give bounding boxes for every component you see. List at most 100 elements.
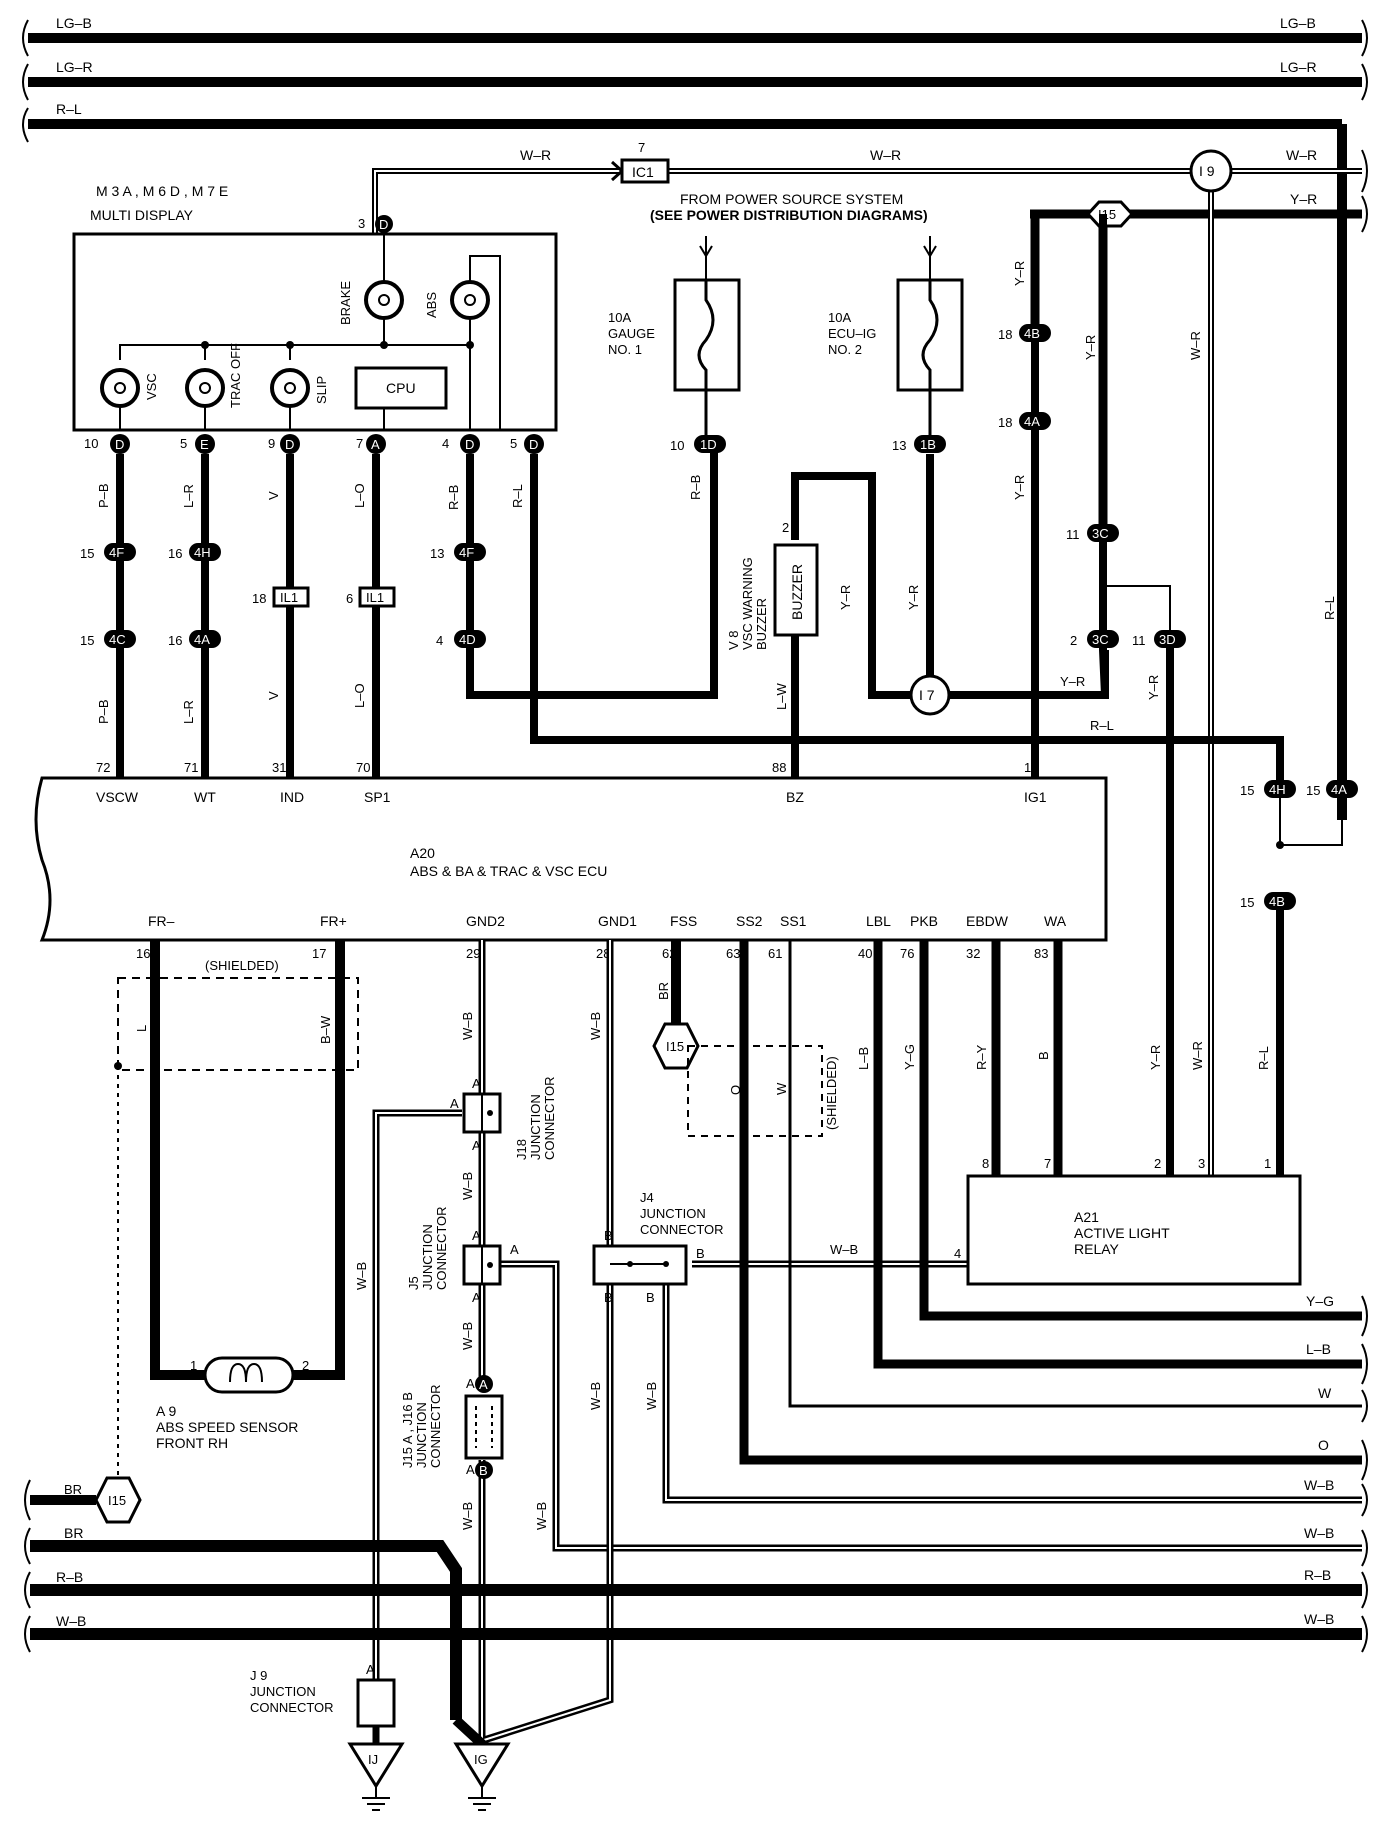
c4f-2: 4F [459,545,474,560]
bus-w-b-2: W–B [1304,1525,1334,1541]
buzzer-label: BUZZER [789,564,805,620]
shielded-label-1: (SHIELDED) [205,958,279,973]
fuse2-no: NO. 2 [828,342,862,357]
buzzer-pin-2: 2 [782,520,789,535]
fuse2-name: ECU–IG [828,326,876,341]
j18-a-bottom: A [472,1138,481,1153]
wl-l-sensor: L [134,1025,149,1032]
ecu-pin-ss1: SS1 [780,913,807,929]
conn-e-5: E [200,437,209,452]
ecu-pin-wt: WT [194,789,216,805]
wl-l-r-2: L–R [181,700,196,724]
i15-left-label: I15 [108,1493,126,1508]
multi-display-pins: 10 5 9 7 4 5 D E D A D D [84,434,544,454]
pin-18-4a: 18 [998,415,1012,430]
wl-w-b-1: W–B [460,1012,475,1040]
relay-id: A21 [1074,1209,1099,1225]
bus-label-lg-b-right: LG–B [1280,15,1316,31]
trac-off-lamp-icon [185,368,225,408]
trac-off-label: TRAC OFF [228,343,243,408]
pin-1-ig1: 1 [1024,760,1031,775]
pin-6-il1: 6 [346,591,353,606]
power-line-1: FROM POWER SOURCE SYSTEM [680,191,903,207]
ecu-pin-fr-plus: FR+ [320,913,347,929]
sensor-name: ABS SPEED SENSOR [156,1419,298,1435]
pin-3: 3 [358,216,365,231]
c4c-1: 4C [109,632,126,647]
ecu-pin-ind: IND [280,789,304,805]
j4-b-top: B [604,1228,613,1243]
pin-10-1d: 10 [670,438,684,453]
buzzer-desc-1: VSC WARNING [740,557,755,650]
vsc-warning-buzzer: BUZZER 2 V 8 VSC WARNING BUZZER L–W Y–R [726,472,1109,778]
j9-id: J 9 [250,1668,267,1683]
wl-l-o-2: L–O [352,683,367,708]
pin-15-a: 15 [80,546,94,561]
wl-y-g: Y–G [902,1044,917,1070]
conn-d-5: D [529,437,538,452]
sensor-id: A 9 [156,1403,176,1419]
pin-88: 88 [772,760,786,775]
j9-desc-1: JUNCTION [250,1684,316,1699]
j5-desc-2: CONNECTOR [434,1206,449,1290]
wl-w-b-6: W–B [534,1502,549,1530]
j15-desc-2: CONNECTOR [428,1384,443,1468]
bus-y-g: Y–G [1306,1293,1334,1309]
j18-a-top: A [472,1076,481,1091]
ecu-pin-bz: BZ [786,789,804,805]
wire-label-y-r-top: Y–R [1290,191,1317,207]
ecu-pin-lbl: LBL [866,913,891,929]
ecu-pin-fss: FSS [670,913,697,929]
c4f-1: 4F [109,545,124,560]
bus-label-r-l: R–L [56,101,82,117]
wl-l-b: L–B [856,1047,871,1070]
pin-32: 32 [966,946,980,961]
c4b-2: 4B [1269,894,1285,909]
bus-r-b-right: R–B [1304,1567,1331,1583]
pin-9: 9 [268,436,275,451]
pin-5-d: 5 [510,436,517,451]
connector-i15-left: I15 BR [24,1476,142,1524]
ecu-pin-ebdw: EBDW [966,913,1009,929]
pin-4: 4 [442,436,449,451]
conn-d-10: D [115,437,124,452]
j18-desc-2: CONNECTOR [542,1076,557,1160]
cpu-box [354,366,448,410]
ecu-name: ABS & BA & TRAC & VSC ECU [410,863,607,879]
top-bus-labels: LG–B LG–B LG–R LG–R R–L W–R W–R W–R Y–R [56,15,1317,207]
connector-i9-top: I 9 [1189,149,1233,1176]
pin-11-3c: 11 [1066,527,1080,542]
connector-i7: I 7 Y–R [909,674,1085,716]
j15-a-bottom: A [466,1462,475,1477]
j18-desc-1: JUNCTION [528,1094,543,1160]
junction-j4: B B B B J4 JUNCTION CONNECTOR [592,1190,724,1305]
ig1-wiring: 4B 18 4A 18 Y–R Y–R Y–R W–R [998,214,1203,780]
j4-desc-2: CONNECTOR [640,1222,724,1237]
relay-pin-8: 8 [982,1156,989,1171]
sensor-pin-1: 1 [190,1358,197,1373]
wl-o-shield: O [728,1085,743,1095]
i15-fss-label: I15 [666,1039,684,1054]
ground-ij-icon: IJ [347,1742,405,1811]
pin-5-e: 5 [180,436,187,451]
fuse1-no: NO. 1 [608,342,642,357]
vsc-lamp-icon [100,368,140,408]
junction-j9: A J 9 JUNCTION CONNECTOR [250,1662,396,1744]
c3c-2: 3C [1092,632,1109,647]
multi-display-title: MULTI DISPLAY [90,207,194,223]
fuse2-rating: 10A [828,310,851,325]
wl-r-l-right: R–L [1322,596,1337,620]
fuse1-name: GAUGE [608,326,655,341]
cpu-label: CPU [386,380,416,396]
vsc-label: VSC [144,373,159,400]
ic1-label: IC1 [632,164,654,180]
pin-83: 83 [1034,946,1048,961]
pin-61: 61 [768,946,782,961]
c1b: 1B [920,437,936,452]
bus-l-b: L–B [1306,1341,1331,1357]
wl-p-b-2: P–B [96,699,111,724]
wl-b: B [1036,1051,1051,1060]
power-source: FROM POWER SOURCE SYSTEM (SEE POWER DIST… [608,191,964,675]
pin-63: 63 [726,946,740,961]
il1-a: IL1 [280,590,298,605]
